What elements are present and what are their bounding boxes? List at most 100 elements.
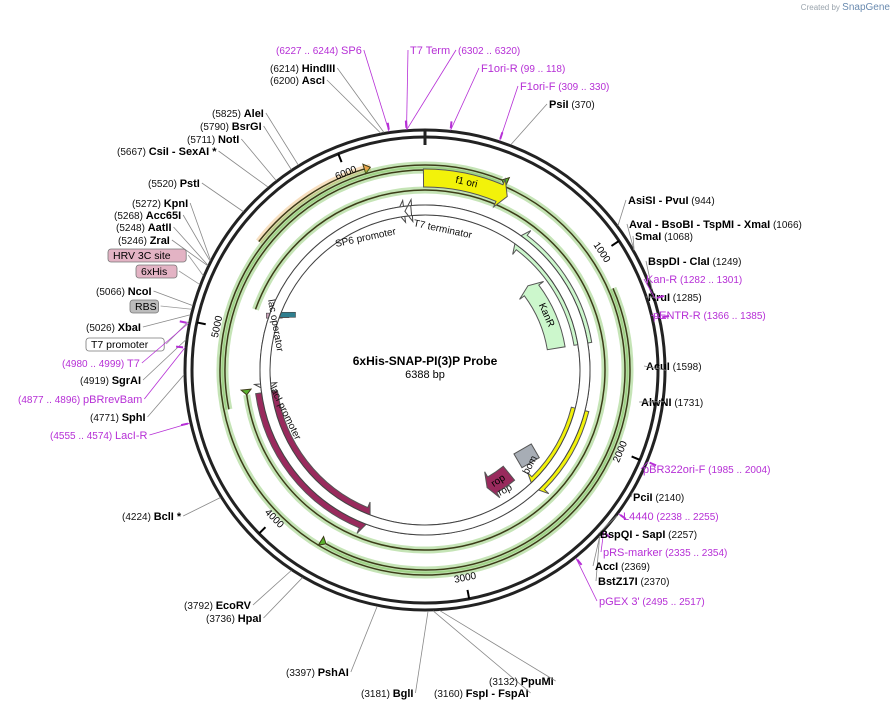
site-t7-term[interactable]: T7 Term xyxy=(404,45,450,130)
site-text: (3181) BglI xyxy=(361,688,413,700)
site-position: (6214) xyxy=(270,64,302,75)
site-avai-bsobi-tspmi-xmai[interactable]: AvaI - BsoBI - TspMI - XmaI (1066) xyxy=(626,219,802,250)
tick-4000 xyxy=(258,526,267,535)
site-text: AsiSI - PvuI (944) xyxy=(628,195,715,207)
site-name: pBRrevBam xyxy=(83,394,142,406)
site-hpai[interactable]: (3736) HpaI xyxy=(206,577,303,625)
primer-mark xyxy=(179,320,187,324)
site-ecorv[interactable]: (3792) EcoRV xyxy=(184,570,292,612)
orange-arc xyxy=(258,166,371,243)
site-text: (5711) NotI xyxy=(187,134,239,146)
site-name: CsiI - SexAI * xyxy=(149,146,218,158)
site-6xhis[interactable]: 6xHis xyxy=(135,264,200,285)
site-name: pENTR-R xyxy=(653,310,701,322)
site-name: PshAI xyxy=(318,667,349,679)
site-sp6[interactable]: (6227 .. 6244) SP6 xyxy=(276,45,390,132)
site-pbrrevbam[interactable]: (4877 .. 4896) pBRrevBam xyxy=(18,345,186,406)
site-name: pGEX 3' xyxy=(599,596,640,608)
site-ppumi[interactable]: (3132) PpuMI xyxy=(439,610,556,688)
site-hindiii[interactable]: (6214) HindIII xyxy=(270,63,385,133)
site-alei[interactable]: (5825) AleI xyxy=(212,108,299,166)
site-kan-r[interactable]: Kan-R (1282 .. 1301) xyxy=(643,274,742,299)
site-rbs[interactable]: RBS xyxy=(129,299,192,314)
site-kpni[interactable]: (5272) KpnI xyxy=(132,198,211,261)
plasmid-name: 6xHis-SNAP-PI(3)P Probe xyxy=(353,354,498,368)
site-xbai[interactable]: (5026) XbaI xyxy=(86,314,191,334)
site-psti[interactable]: (5520) PstI xyxy=(148,178,244,212)
leader-line xyxy=(575,557,598,602)
site-pcii[interactable]: PciI (2140) xyxy=(630,492,684,504)
site-bsrgi[interactable]: (5790) BsrGI xyxy=(200,121,292,170)
site-t7[interactable]: (4980 .. 4999) T7 xyxy=(62,320,189,370)
leader-line xyxy=(406,49,409,130)
site-ncoi[interactable]: (5066) NcoI xyxy=(96,286,193,306)
site-position: (1285) xyxy=(670,293,702,304)
site-name: AsiSI - PvuI xyxy=(628,195,689,207)
site-acui[interactable]: AcuI (1598) xyxy=(643,361,702,373)
site-bstz17i[interactable]: BstZ17I (2370) xyxy=(595,536,669,588)
site-position: (1066) xyxy=(770,220,802,231)
site-bcli[interactable]: (4224) BclI * xyxy=(122,497,221,523)
site-alwni[interactable]: AlwNI (1731) xyxy=(638,397,703,409)
site-csii-sexai[interactable]: (5667) CsiI - SexAI * xyxy=(117,146,269,188)
site-prs-marker[interactable]: pRS-marker (2335 .. 2354) xyxy=(600,531,727,559)
site-text: (4919) SgrAI xyxy=(80,375,141,387)
site-zrai[interactable]: (5246) ZraI xyxy=(118,235,208,267)
site-text: AcuI (1598) xyxy=(646,361,702,373)
site-noti[interactable]: (5711) NotI xyxy=(187,134,277,181)
leader-line xyxy=(171,239,208,267)
primer-mark xyxy=(604,532,612,539)
leader-line xyxy=(218,150,269,188)
site-position: (2257) xyxy=(665,530,697,541)
site-text: L4440 (2238 .. 2255) xyxy=(623,511,719,523)
site-hrv-3c-site[interactable]: HRV 3C site xyxy=(107,248,204,276)
site-pshai[interactable]: (3397) PshAI xyxy=(286,606,378,679)
feature-bom-box xyxy=(513,443,540,469)
site-name: BstZ17I xyxy=(598,576,638,588)
site-bspdi-clai[interactable]: BspDI - ClaI (1249) xyxy=(645,256,741,290)
site-sphi[interactable]: (4771) SphI xyxy=(90,374,185,424)
site-6302-6320[interactable]: (6302 .. 6320) xyxy=(405,46,520,130)
site-asci[interactable]: (6200) AscI xyxy=(270,75,381,134)
leader-line xyxy=(640,461,649,470)
site-pgex-3[interactable]: pGEX 3' (2495 .. 2517) xyxy=(575,557,705,608)
site-name: SP6 xyxy=(341,45,362,57)
site-text: (5667) CsiI - SexAI * xyxy=(117,146,217,158)
site-psii[interactable]: PsiI (370) xyxy=(510,99,595,146)
site-text: (5066) NcoI xyxy=(96,286,152,298)
site-f1ori-f[interactable]: F1ori-F (309 .. 330) xyxy=(499,81,610,141)
feature-box-label: RBS xyxy=(135,301,157,313)
site-t7-promoter[interactable]: T7 promoter xyxy=(85,320,190,352)
site-text: (5790) BsrGI xyxy=(200,121,262,133)
site-bspqi-sapi[interactable]: BspQI - SapI (2257) xyxy=(597,515,697,541)
site-nrui[interactable]: NruI (1285) xyxy=(645,292,702,304)
site-text: (6302 .. 6320) xyxy=(458,46,520,57)
site-smai[interactable]: SmaI (1068) xyxy=(632,231,693,251)
site-acci[interactable]: AccI (2369) xyxy=(592,535,650,573)
site-name: ZraI xyxy=(150,235,170,247)
site-asisi-pvui[interactable]: AsiSI - PvuI (944) xyxy=(617,195,715,226)
primer-mark xyxy=(656,294,665,299)
site-name: Kan-R xyxy=(646,274,677,286)
leader-line xyxy=(182,214,211,262)
site-f1ori-r[interactable]: F1ori-R (99 .. 118) xyxy=(449,63,566,131)
site-l4440[interactable]: L4440 (2238 .. 2255) xyxy=(618,511,719,523)
site-position: (3181) xyxy=(361,689,393,700)
site-laci-r[interactable]: (4555 .. 4574) LacI-R xyxy=(50,422,191,442)
site-bgli[interactable]: (3181) BglI xyxy=(361,610,429,700)
label-t7-terminator: T7 terminator xyxy=(412,218,473,241)
site-text: NruI (1285) xyxy=(648,292,702,304)
site-pentr-r[interactable]: pENTR-R (1366 .. 1385) xyxy=(650,310,766,322)
leader-line xyxy=(263,577,303,619)
site-text: BstZ17I (2370) xyxy=(598,576,669,588)
site-position: (5066) xyxy=(96,287,128,298)
site-position: (5268) xyxy=(114,211,146,222)
site-name: AleI xyxy=(244,108,264,120)
site-text: pRS-marker (2335 .. 2354) xyxy=(603,547,727,559)
site-fspi-fspai[interactable]: (3160) FspI - FspAI xyxy=(432,610,531,700)
site-acc65i[interactable]: (5268) Acc65I xyxy=(114,210,211,262)
site-aatii[interactable]: (5248) AatII xyxy=(116,222,209,266)
site-pbr322ori-f[interactable]: pBR322ori-F (1985 .. 2004) xyxy=(640,461,770,476)
site-text: (3736) HpaI xyxy=(206,613,262,625)
site-name: NcoI xyxy=(128,286,152,298)
